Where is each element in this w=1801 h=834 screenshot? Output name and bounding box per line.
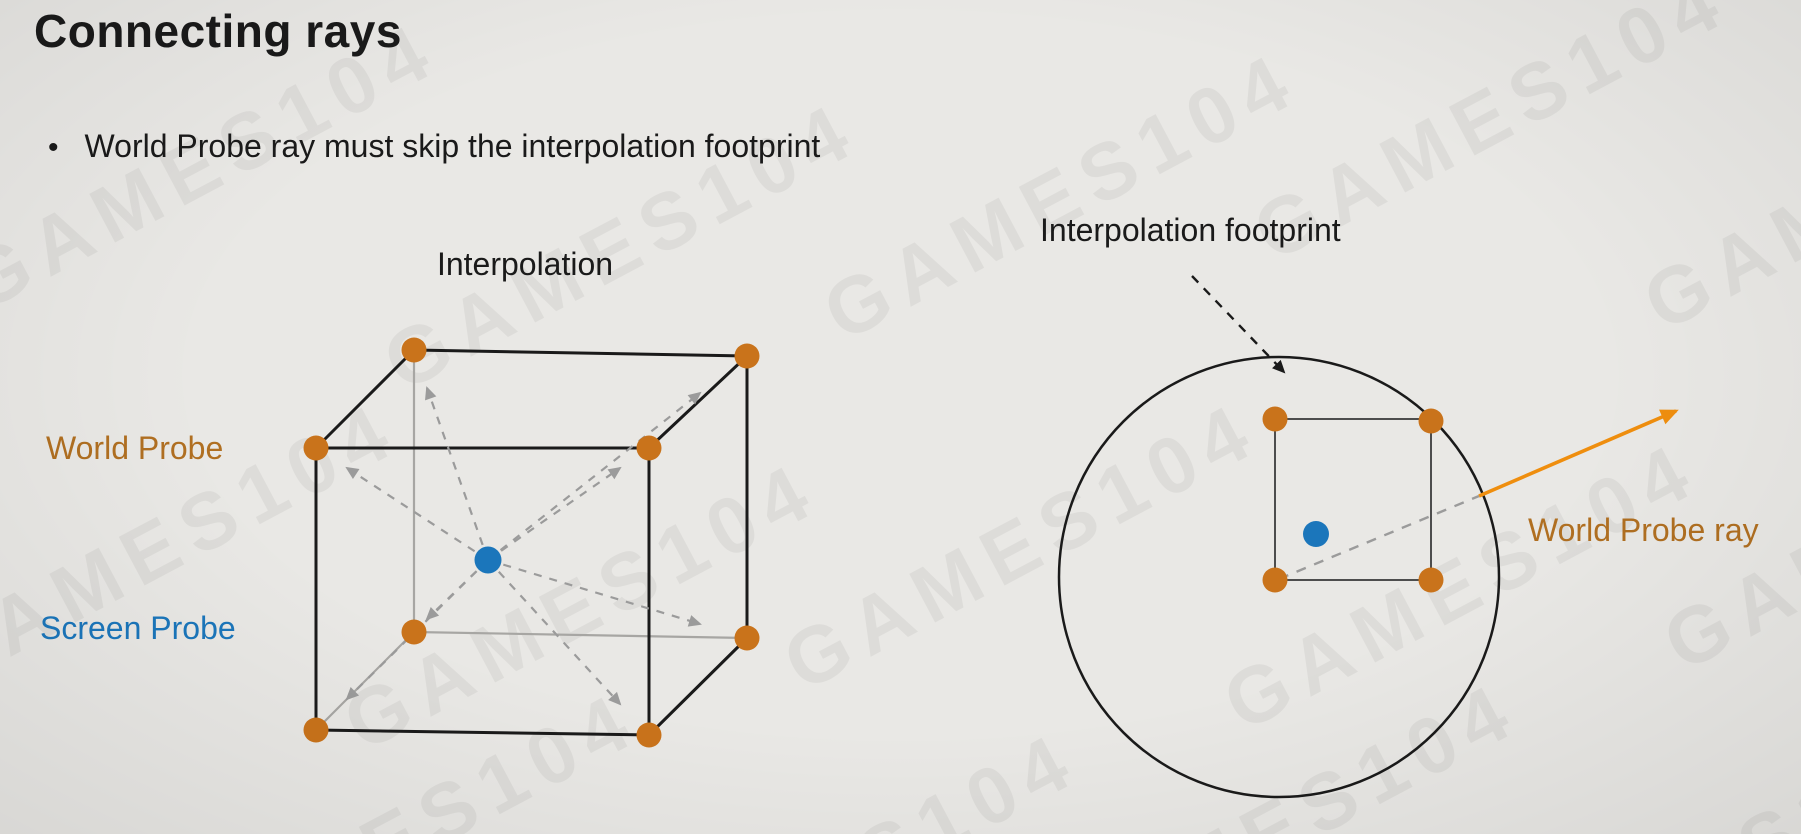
world-probe-dot	[636, 722, 662, 748]
interpolation-footprint-label: Interpolation footprint	[1040, 212, 1341, 248]
ray-skipped-segment	[1278, 494, 1480, 581]
screen-probe-dot	[474, 546, 502, 574]
world-probe-dots	[303, 337, 760, 748]
world-probe-label: World Probe	[46, 430, 224, 466]
bullet-glyph: •	[48, 131, 59, 164]
world-probe-dot	[401, 337, 427, 363]
world-probe-dot	[401, 619, 427, 645]
world-probe-dot	[303, 717, 329, 743]
interpolation-cube	[303, 337, 760, 748]
cube-hidden-edges	[315, 350, 748, 731]
world-probe-dot	[1262, 567, 1288, 593]
interpolation-ray-arrows	[345, 386, 702, 706]
world-probe-dot	[636, 435, 662, 461]
world-probe-dot	[1418, 408, 1444, 434]
world-probe-dot	[734, 625, 760, 651]
screen-probe-label: Screen Probe	[40, 610, 236, 646]
world-probe-dot	[734, 343, 760, 369]
footprint-corner-dots	[1262, 406, 1444, 593]
footprint-square	[1274, 418, 1432, 581]
interpolation-footprint-figure	[1057, 275, 1679, 799]
footprint-pointer-arrow	[1191, 275, 1286, 374]
world-probe-ray-arrow	[1478, 409, 1679, 498]
screen-probe-dot	[1303, 521, 1329, 547]
bullet-text: World Probe ray must skip the interpolat…	[84, 128, 821, 164]
world-probe-dot	[1418, 567, 1444, 593]
world-probe-ray-label: World Probe ray	[1528, 512, 1759, 548]
page-title: Connecting rays	[34, 5, 402, 57]
bullet-item: • World Probe ray must skip the interpol…	[48, 128, 820, 165]
world-probe-dot	[303, 435, 329, 461]
probe-sphere-circle	[1057, 355, 1501, 799]
world-probe-dot	[1262, 406, 1288, 432]
interpolation-label: Interpolation	[436, 246, 614, 282]
